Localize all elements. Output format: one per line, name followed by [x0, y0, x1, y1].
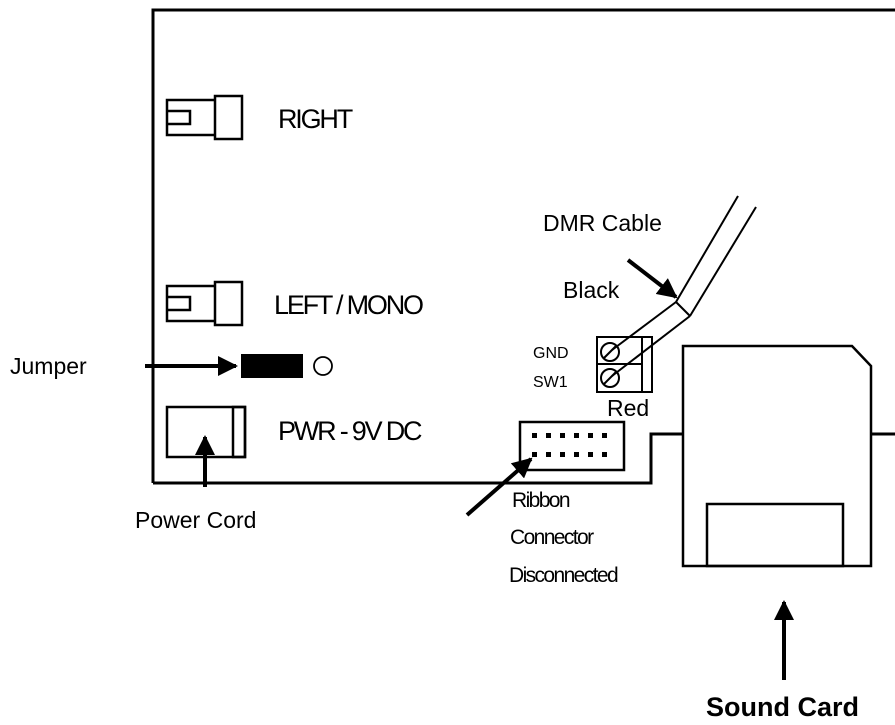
left-mono-label: LEFT / MONO — [274, 290, 423, 320]
jumper-pin — [313, 356, 333, 376]
right-audio-jack — [165, 94, 244, 141]
sw1-label: SW1 — [533, 374, 568, 391]
dmr-cable — [611, 195, 757, 377]
gnd-label: GND — [533, 345, 569, 362]
black-wire-arrow — [626, 258, 678, 299]
ribbon-label-line1: Ribbon — [512, 489, 570, 512]
power-cord-label: Power Cord — [135, 507, 256, 533]
black-wire-label: Black — [563, 277, 620, 303]
terminal-block — [596, 336, 653, 393]
ribbon-arrow — [465, 457, 533, 517]
sound-card-slot — [705, 502, 845, 568]
right-label: RIGHT — [278, 104, 353, 134]
jumper-label: Jumper — [10, 353, 87, 379]
pwr-label: PWR - 9V DC — [278, 416, 422, 446]
sound-card-label: Sound Card — [706, 692, 859, 722]
ribbon-label-line2: Connector — [510, 526, 594, 549]
sound-card — [681, 344, 873, 568]
dmr-cable-label: DMR Cable — [543, 210, 662, 236]
red-wire-label: Red — [607, 395, 649, 421]
ribbon-connector — [518, 420, 626, 472]
ribbon-label-line3: Disconnected — [509, 564, 618, 587]
jumper-block — [241, 354, 303, 378]
left-audio-jack — [165, 280, 244, 327]
